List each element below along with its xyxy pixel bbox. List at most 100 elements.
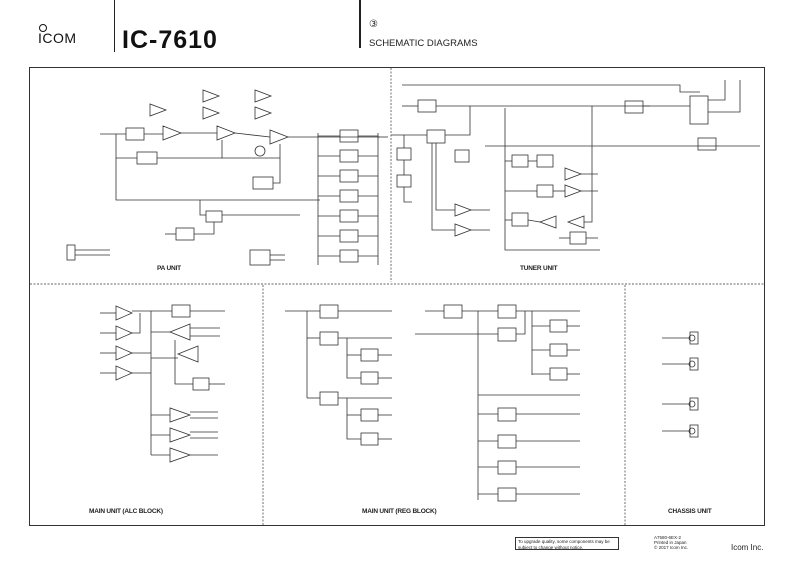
lpf-block [339,249,359,263]
header-divider [359,0,361,48]
reg-block [497,304,517,319]
reg-block [549,319,568,333]
amp-symbol [115,305,133,321]
company-name: Icom Inc. [731,543,764,552]
reg-block [497,460,517,475]
switch-block [205,210,223,223]
model-title: IC-7610 [122,26,218,54]
pa-unit-diagram [66,89,388,266]
amp-symbol [454,223,473,237]
chassis-unit-label: CHASSIS UNIT [668,508,712,515]
connector [689,424,699,438]
regulator-block [252,176,274,190]
main-reg-label: MAIN UNIT (REG BLOCK) [362,508,437,515]
amp-symbol [202,106,221,120]
connector [689,397,699,411]
section-dividers [30,68,764,525]
document-info: A7580-6EX-2 Printed in Japan © 2017 Icom… [654,535,688,550]
amp-symbol [254,106,273,120]
doc-code: A7580-6EX-2 [654,535,682,540]
block [569,231,587,245]
amp-symbol [538,215,557,229]
jack-symbol [688,427,696,435]
block [536,184,554,198]
reg-block [549,343,568,357]
antenna-relay [689,95,709,125]
lpf-block [339,189,359,203]
reg-block [497,407,517,422]
att-block [125,127,145,141]
amp-symbol [169,447,192,463]
meter-symbol [254,145,266,157]
main-alc-diagram [100,304,225,463]
tuner-cpu-block [624,100,644,114]
tuner-unit-diagram [391,80,760,251]
reg-block [360,371,379,385]
amp-symbol [254,89,273,103]
reg-block [319,391,339,406]
jack-symbol [688,400,696,408]
alc-block [192,377,210,391]
relay-block [417,99,437,113]
amp-symbol [176,345,199,363]
amp-symbol [115,345,133,361]
alc-ctrl-block [171,304,191,318]
block [536,154,554,168]
reg-block [319,304,339,319]
reg-block [549,367,568,381]
att-block [396,174,412,188]
relay-driver-block [249,249,271,266]
amp-symbol [566,215,585,229]
section-number: ③ [369,19,378,30]
block [454,149,470,163]
lpf-block [339,169,359,183]
brand-text: ICOM [38,30,77,46]
reg-block [360,408,379,422]
ctrl-block [175,227,195,241]
connector [689,357,699,371]
lpf-block [339,149,359,163]
reg-block [360,348,379,362]
lpf-block [339,229,359,243]
connector [689,331,699,345]
amp-symbol [115,325,133,341]
amp-symbol [115,365,133,381]
reg-block [360,432,379,446]
lpf-bank [317,129,388,265]
chassis-diagram [662,331,699,438]
amp-symbol [454,203,473,217]
section-title: SCHEMATIC DIAGRAMS [369,38,478,49]
reg-block [497,487,517,502]
amp-symbol [202,89,221,103]
jack-symbol [688,334,696,342]
logo-ring-icon [39,24,47,32]
amp-symbol [149,103,168,117]
detector-block [426,129,446,144]
reg-block [497,327,517,342]
reg-block [497,434,517,449]
block [396,147,412,161]
regulator-block [136,151,158,165]
pa-unit-label: PA UNIT [157,265,181,272]
printed-text: Printed in Japan [654,540,687,545]
amp-symbol [564,167,583,181]
amp-symbol [168,323,191,341]
reg-block [443,304,463,319]
connector [66,244,76,261]
amp-symbol [169,407,192,423]
reg-block [319,331,339,346]
brand-logo: ICOM [38,24,77,46]
amp-symbol [564,184,583,198]
upgrade-notice: To upgrade quality, some components may … [515,537,619,550]
schematic-frame [29,67,765,526]
amp-symbol [216,125,237,141]
amp-symbol [169,427,192,443]
att-block [511,154,529,168]
relay-driver-block [697,137,717,151]
amp-symbol [162,125,183,141]
amp-symbol [269,129,290,145]
copyright-text: © 2017 Icom Inc. [654,545,689,550]
main-alc-label: MAIN UNIT (ALC BLOCK) [89,508,163,515]
tuner-unit-label: TUNER UNIT [520,265,558,272]
